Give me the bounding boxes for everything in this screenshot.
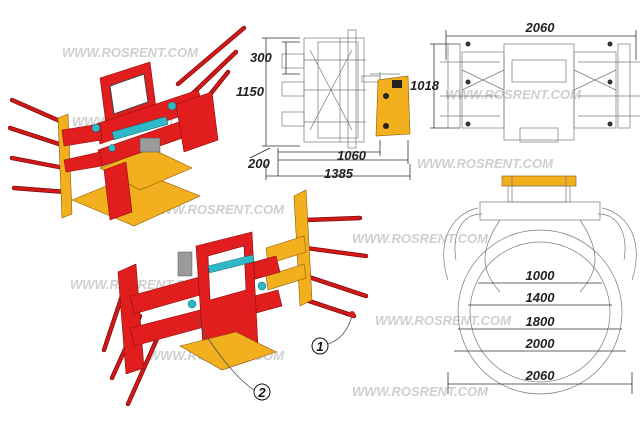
dim-300: 300 (250, 50, 272, 65)
dim-1800: 1800 (526, 314, 556, 329)
front-view: 2060 1018 (410, 20, 640, 143)
callout-1-leader (327, 315, 353, 345)
callout-2-leader (195, 317, 255, 391)
watermark: WWW.ROSRENT.COM (417, 156, 554, 171)
hydraulic-cylinder (111, 116, 169, 140)
dim-1400: 1400 (526, 290, 556, 305)
watermark: WWW.ROSRENT.COM (352, 384, 489, 399)
left-frame (117, 263, 145, 375)
isometric-view-front: 1 2 (101, 189, 369, 407)
dim-1000: 1000 (526, 268, 556, 283)
callout-1: 1 (316, 339, 323, 354)
watermark: WWW.ROSRENT.COM (62, 45, 199, 60)
dim-2060-top: 2060 (525, 368, 556, 383)
watermark: WWW.ROSRENT.COM (375, 313, 512, 328)
hydraulic-cylinder-front (207, 254, 255, 274)
dim-1018: 1018 (410, 78, 440, 93)
callout-1-circle (311, 337, 329, 355)
dim-1060: 1060 (337, 148, 367, 163)
side-view: 300 1150 200 1060 1385 (236, 29, 411, 181)
dim-1385: 1385 (324, 166, 354, 181)
watermark: WWW.ROSRENT.COM (148, 202, 285, 217)
base-plate-front (179, 331, 277, 371)
dim-2000: 2000 (525, 336, 556, 351)
top-hitch (501, 175, 577, 187)
callout-2: 2 (257, 385, 266, 400)
tines-left-upper (7, 97, 69, 195)
watermark: WWW.ROSRENT.COM (352, 231, 489, 246)
watermark: WWW.ROSRENT.COM (445, 87, 582, 102)
right-frame (175, 91, 219, 153)
dim-1150: 1150 (236, 84, 265, 99)
front-leg (103, 161, 133, 221)
top-view: 1000 1400 1800 2000 2060 (443, 175, 637, 395)
valve-block (139, 137, 161, 153)
callout-2-circle (253, 383, 271, 401)
dim-2060-front: 2060 (525, 20, 556, 35)
hitch-plate (375, 75, 411, 137)
dim-200: 200 (247, 156, 270, 171)
isometric-view-rear (7, 25, 247, 227)
